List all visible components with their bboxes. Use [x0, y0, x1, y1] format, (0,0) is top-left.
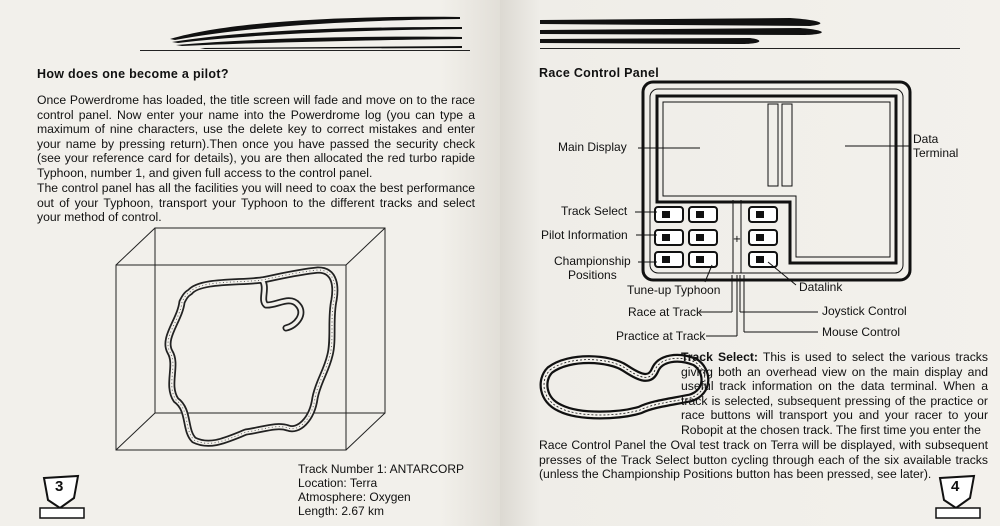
label-data-terminal-1: Data: [913, 132, 939, 146]
track-select-description: Track Select: This is used to select the…: [681, 350, 988, 438]
track-length: Length: 2.67 km: [298, 504, 385, 518]
oval-track-illustration: [539, 353, 710, 420]
page-number: 3: [55, 478, 64, 495]
track-select-description-cont: Race Control Panel the Oval test track o…: [539, 438, 988, 482]
track-select-title: Track Select:: [681, 350, 758, 364]
label-main-display: Main Display: [558, 140, 627, 154]
page-number-badge-icon: [935, 474, 981, 519]
left-header-swoosh-icon: [140, 16, 470, 51]
track-location: Location: Terra: [298, 476, 378, 490]
label-championship-2: Positions: [568, 268, 617, 282]
label-track-select: Track Select: [561, 204, 628, 218]
label-joystick-control: Joystick Control: [822, 304, 907, 318]
control-panel-paragraph: The control panel has all the facilities…: [37, 181, 475, 225]
track-select-text-1: This is used to select the various track…: [681, 350, 988, 437]
track-atmosphere: Atmosphere: Oxygen: [298, 490, 411, 504]
label-tune-up: Tune-up Typhoon: [627, 283, 721, 297]
label-mouse-control: Mouse Control: [822, 325, 901, 339]
intro-paragraph: Once Powerdrome has loaded, the title sc…: [37, 93, 475, 180]
left-page: How does one become a pilot? Once Powerd…: [0, 0, 500, 526]
right-header-swoosh-icon: [540, 18, 960, 49]
label-practice-at-track: Practice at Track: [616, 329, 706, 343]
label-datalink: Datalink: [799, 280, 843, 294]
label-race-at-track: Race at Track: [628, 305, 703, 319]
label-data-terminal-2: Terminal: [913, 146, 959, 160]
track-3d-illustration: [115, 227, 386, 451]
svg-text:+: +: [733, 234, 741, 245]
right-page: Race Control Panel: [500, 0, 1000, 526]
page-number: 4: [951, 478, 960, 495]
label-pilot-information: Pilot Information: [541, 228, 628, 242]
race-control-panel-diagram: +: [635, 80, 912, 337]
page-heading: How does one become a pilot?: [37, 67, 229, 81]
track-info: Track Number 1: ANTARCORP Location: Terr…: [298, 462, 464, 518]
page-number-badge-icon: [39, 474, 85, 519]
track-number: Track Number 1: ANTARCORP: [298, 462, 465, 476]
page-heading: Race Control Panel: [539, 66, 660, 80]
label-championship-1: Championship: [554, 254, 631, 268]
